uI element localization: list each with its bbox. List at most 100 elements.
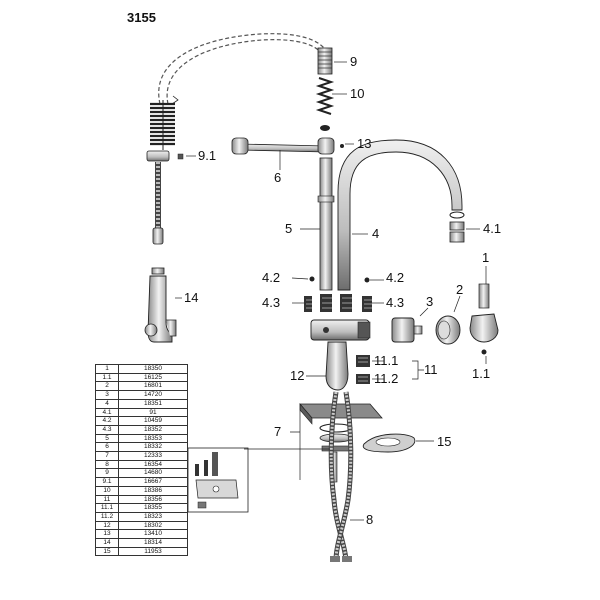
part-position: 14 [95,538,119,548]
o-ring-set-4-3 [304,294,372,312]
part-number: 16125 [118,372,188,383]
faucet-body-12 [310,319,371,391]
part-position: 1 [95,364,119,374]
supply-hoses-8 [328,391,354,562]
callout-7: 7 [274,424,281,439]
hose-end-9 [317,47,333,75]
cap-2 [435,315,461,345]
part-number: 16801 [118,381,188,392]
part-number: 18332 [118,442,188,453]
leader-lines [175,61,487,521]
callout-1-1: 1.1 [472,366,490,381]
part-position: 6 [95,442,119,453]
callout-4-2-right: 4.2 [386,270,404,285]
part-number: 10459 [118,416,188,426]
callout-2: 2 [456,282,463,297]
callout-14: 14 [184,290,198,305]
part-number: 91 [118,407,188,418]
spring-10 [315,77,335,131]
hose-loop-dashed [158,33,328,105]
pull-out-spray-head-14 [144,267,177,343]
part-position: 2 [95,381,119,392]
part-position: 5 [95,433,119,444]
callout-9-1: 9.1 [198,148,216,163]
part-position: 4.1 [95,407,119,418]
part-number: 18323 [118,511,188,522]
part-number: 13410 [118,529,188,540]
callout-15: 15 [437,434,451,449]
callout-11-2: 11.2 [374,371,398,386]
part-position: 11 [95,494,119,505]
part-number: 18302 [118,520,188,531]
part-position: 10 [95,485,119,496]
callout-1: 1 [482,250,489,265]
callout-4-3-right: 4.3 [386,295,404,310]
callout-11-1: 11.1 [374,353,398,368]
callout-11: 11 [424,362,438,377]
hose-collar-9-1 [146,150,184,162]
part-number: 18386 [118,485,188,496]
hose-loop-dashed-inner [166,39,323,105]
callout-4-3-left: 4.3 [262,295,280,310]
part-position: 4.3 [95,424,119,435]
part-position: 8 [95,459,119,470]
part-position: 9.1 [95,477,119,487]
callout-4: 4 [372,226,379,241]
callout-8: 8 [366,512,373,527]
callout-5: 5 [285,221,292,236]
part-position: 4.2 [95,416,119,426]
part-number: 14680 [118,468,188,479]
callout-9: 9 [350,54,357,69]
callout-4-2-left: 4.2 [262,270,280,285]
spout-4 [337,139,463,291]
part-position: 15 [95,546,119,557]
part-position: 12 [95,520,119,531]
part-number: 16354 [118,459,188,470]
callout-4-1: 4.1 [483,221,501,236]
inner-tube-5 [317,157,335,291]
part-position: 1.1 [95,372,119,383]
callout-10: 10 [350,86,364,101]
callout-13: 13 [357,136,371,151]
part-number: 11953 [118,546,188,557]
part-position: 11.2 [95,511,119,522]
lever-handle-1 [469,283,499,355]
spray-hose-spring-left [150,95,179,150]
part-position: 4 [95,398,119,409]
callout-12: 12 [290,368,304,383]
part-number: 16667 [118,477,188,487]
part-position: 9 [95,468,119,479]
hardware-box [187,447,249,513]
cartridge-3 [391,317,423,343]
part-position: 7 [95,451,119,461]
mounting-kit-7 [299,403,383,483]
part-position: 13 [95,529,119,540]
screw-4-2-right [364,277,370,283]
part-number: 12333 [118,451,188,461]
callout-3: 3 [426,294,433,309]
braided-hose-left [152,162,164,245]
part-number: 18352 [118,424,188,435]
part-number: 18350 [118,364,188,374]
callout-6: 6 [274,170,281,185]
